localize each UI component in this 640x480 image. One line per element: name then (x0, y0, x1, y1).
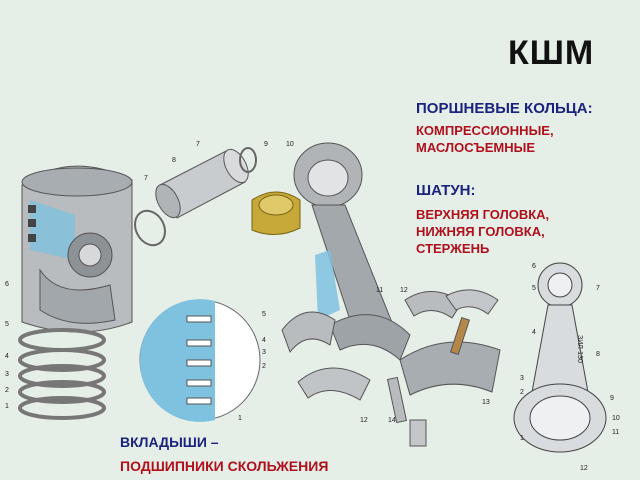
callout: 6 (532, 263, 536, 270)
callout: 7 (196, 141, 200, 148)
callout: 12 (580, 465, 588, 472)
callout: 5 (262, 311, 266, 318)
rod-stamp: ЗИЛ-130 (576, 335, 583, 363)
callout: 2 (520, 389, 524, 396)
callout: 1 (5, 403, 9, 410)
callout: 4 (262, 337, 266, 344)
ring-groove-detail (139, 299, 261, 422)
callout: 5 (5, 321, 9, 328)
callout: 9 (264, 141, 268, 148)
callout: 1 (238, 415, 242, 422)
bearings-heading: ВКЛАДЫШИ – (120, 434, 219, 450)
piston-rings (18, 328, 106, 420)
callout: 5 (532, 285, 536, 292)
callout: 2 (262, 363, 266, 370)
page-title: КШМ (508, 34, 595, 72)
callout: 8 (172, 157, 176, 164)
bearings-items: ПОДШИПНИКИ СКОЛЬЖЕНИЯ (120, 458, 329, 474)
callout: 6 (5, 281, 9, 288)
callout: 13 (482, 399, 490, 406)
callout: 7 (596, 285, 600, 292)
rod-items: ВЕРХНЯЯ ГОЛОВКА, НИЖНЯЯ ГОЛОВКА, СТЕРЖЕН… (416, 207, 550, 256)
callout: 3 (262, 349, 266, 356)
connecting-rod (293, 142, 411, 361)
piston-pin (134, 147, 257, 247)
callout-numbers: 6 5 4 3 2 1 7 8 9 10 7 5 4 3 2 1 11 12 1… (5, 141, 620, 472)
rod-heading: ШАТУН: (416, 182, 476, 199)
callout: 2 (5, 387, 9, 394)
upper-bushing (251, 191, 301, 235)
callout: 10 (286, 141, 294, 148)
rod-drawing: ЗИЛ-130 (513, 262, 607, 453)
callout: 11 (376, 287, 383, 294)
callout: 1 (520, 435, 524, 442)
callout: 12 (360, 417, 368, 424)
callout: 14 (388, 417, 396, 424)
callout: 4 (5, 353, 9, 360)
callout: 10 (612, 415, 620, 422)
callout: 11 (612, 429, 619, 436)
rings-items: КОМПРЕССИОННЫЕ, МАСЛОСЪЕМНЫЕ (416, 123, 554, 155)
rings-heading: ПОРШНЕВЫЕ КОЛЬЦА: (416, 100, 593, 117)
callout: 12 (400, 287, 408, 294)
callout: 4 (532, 329, 536, 336)
callout: 9 (610, 395, 614, 402)
rod-cap (386, 317, 501, 447)
callout: 3 (5, 371, 9, 378)
callout: 8 (596, 351, 600, 358)
callout: 7 (144, 175, 148, 182)
bearing-shells (281, 289, 499, 401)
piston-cutaway (21, 165, 133, 333)
callout: 3 (520, 375, 524, 382)
